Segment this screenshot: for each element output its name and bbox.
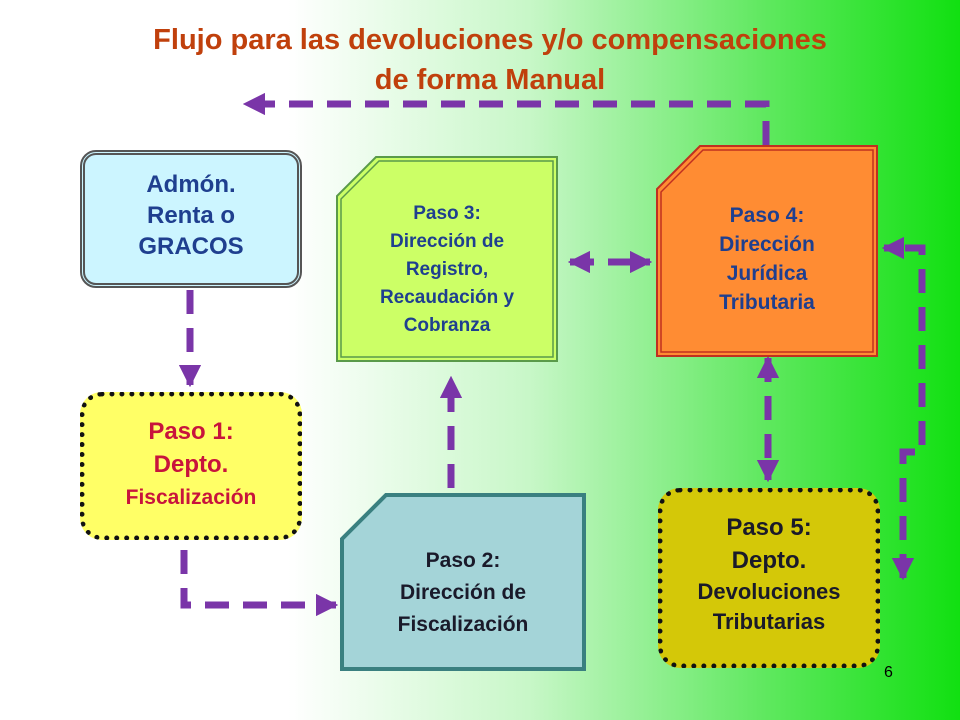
diagram-title: Flujo para las devoluciones y/o compensa…	[60, 20, 920, 100]
title-line-1: Flujo para las devoluciones y/o compensa…	[153, 24, 827, 56]
paso2-text: Paso 2: Dirección de Fiscalización	[340, 545, 586, 641]
paso4-line-2: Dirección	[719, 233, 815, 256]
paso3-line-3: Registro,	[405, 259, 489, 280]
paso5-line-4: Tributarias	[712, 609, 826, 634]
paso3-line-4: Recaudación y	[379, 287, 515, 308]
node-paso-3: Paso 3: Dirección de Registro, Recaudaci…	[336, 156, 558, 362]
paso3-line-5: Cobranza	[403, 315, 491, 336]
paso4-line-3: Jurídica	[726, 262, 808, 285]
paso3-line-1: Paso 3:	[413, 203, 481, 224]
node-paso-5: Paso 5: Depto. Devoluciones Tributarias	[658, 488, 880, 668]
paso2-line-1: Paso 2:	[425, 549, 501, 572]
node-paso-2: Paso 2: Dirección de Fiscalización	[340, 493, 586, 671]
paso5-line-3: Devoluciones	[697, 579, 841, 604]
paso1-line-1: Paso 1:	[148, 418, 234, 445]
admon-line-1: Admón.	[146, 171, 236, 198]
paso4-line-1: Paso 4:	[729, 204, 805, 227]
node-admon-renta-gracos: Admón. Renta o GRACOS	[80, 150, 302, 288]
return-arrow-top	[242, 92, 770, 145]
paso1-line-2: Depto.	[153, 451, 229, 478]
paso4-line-4: Tributaria	[719, 291, 815, 314]
paso1-line-3: Fiscalización	[125, 486, 257, 509]
paso5-line-1: Paso 5:	[726, 514, 812, 541]
paso3-text: Paso 3: Dirección de Registro, Recaudaci…	[336, 200, 558, 340]
paso4-shape	[656, 145, 878, 357]
admon-line-2: Renta o	[146, 202, 235, 229]
paso2-line-2: Dirección de	[399, 581, 527, 604]
paso2-shape	[340, 493, 586, 671]
node-paso-1: Paso 1: Depto. Fiscalización	[80, 392, 302, 540]
page-number: 6	[884, 664, 893, 681]
node-paso-4: Paso 4: Dirección Jurídica Tributaria	[656, 145, 878, 357]
paso4-text: Paso 4: Dirección Jurídica Tributaria	[656, 201, 878, 317]
paso5-line-2: Depto.	[731, 547, 807, 574]
title-line-2: de forma Manual	[374, 64, 606, 96]
paso3-shape	[336, 156, 558, 362]
paso3-line-2: Dirección de	[389, 231, 505, 252]
arrow-paso5-to-paso4-loop	[881, 236, 926, 581]
admon-line-3: GRACOS	[138, 233, 244, 260]
paso2-line-3: Fiscalización	[397, 613, 529, 636]
arrow-paso1-to-paso2	[180, 550, 339, 617]
